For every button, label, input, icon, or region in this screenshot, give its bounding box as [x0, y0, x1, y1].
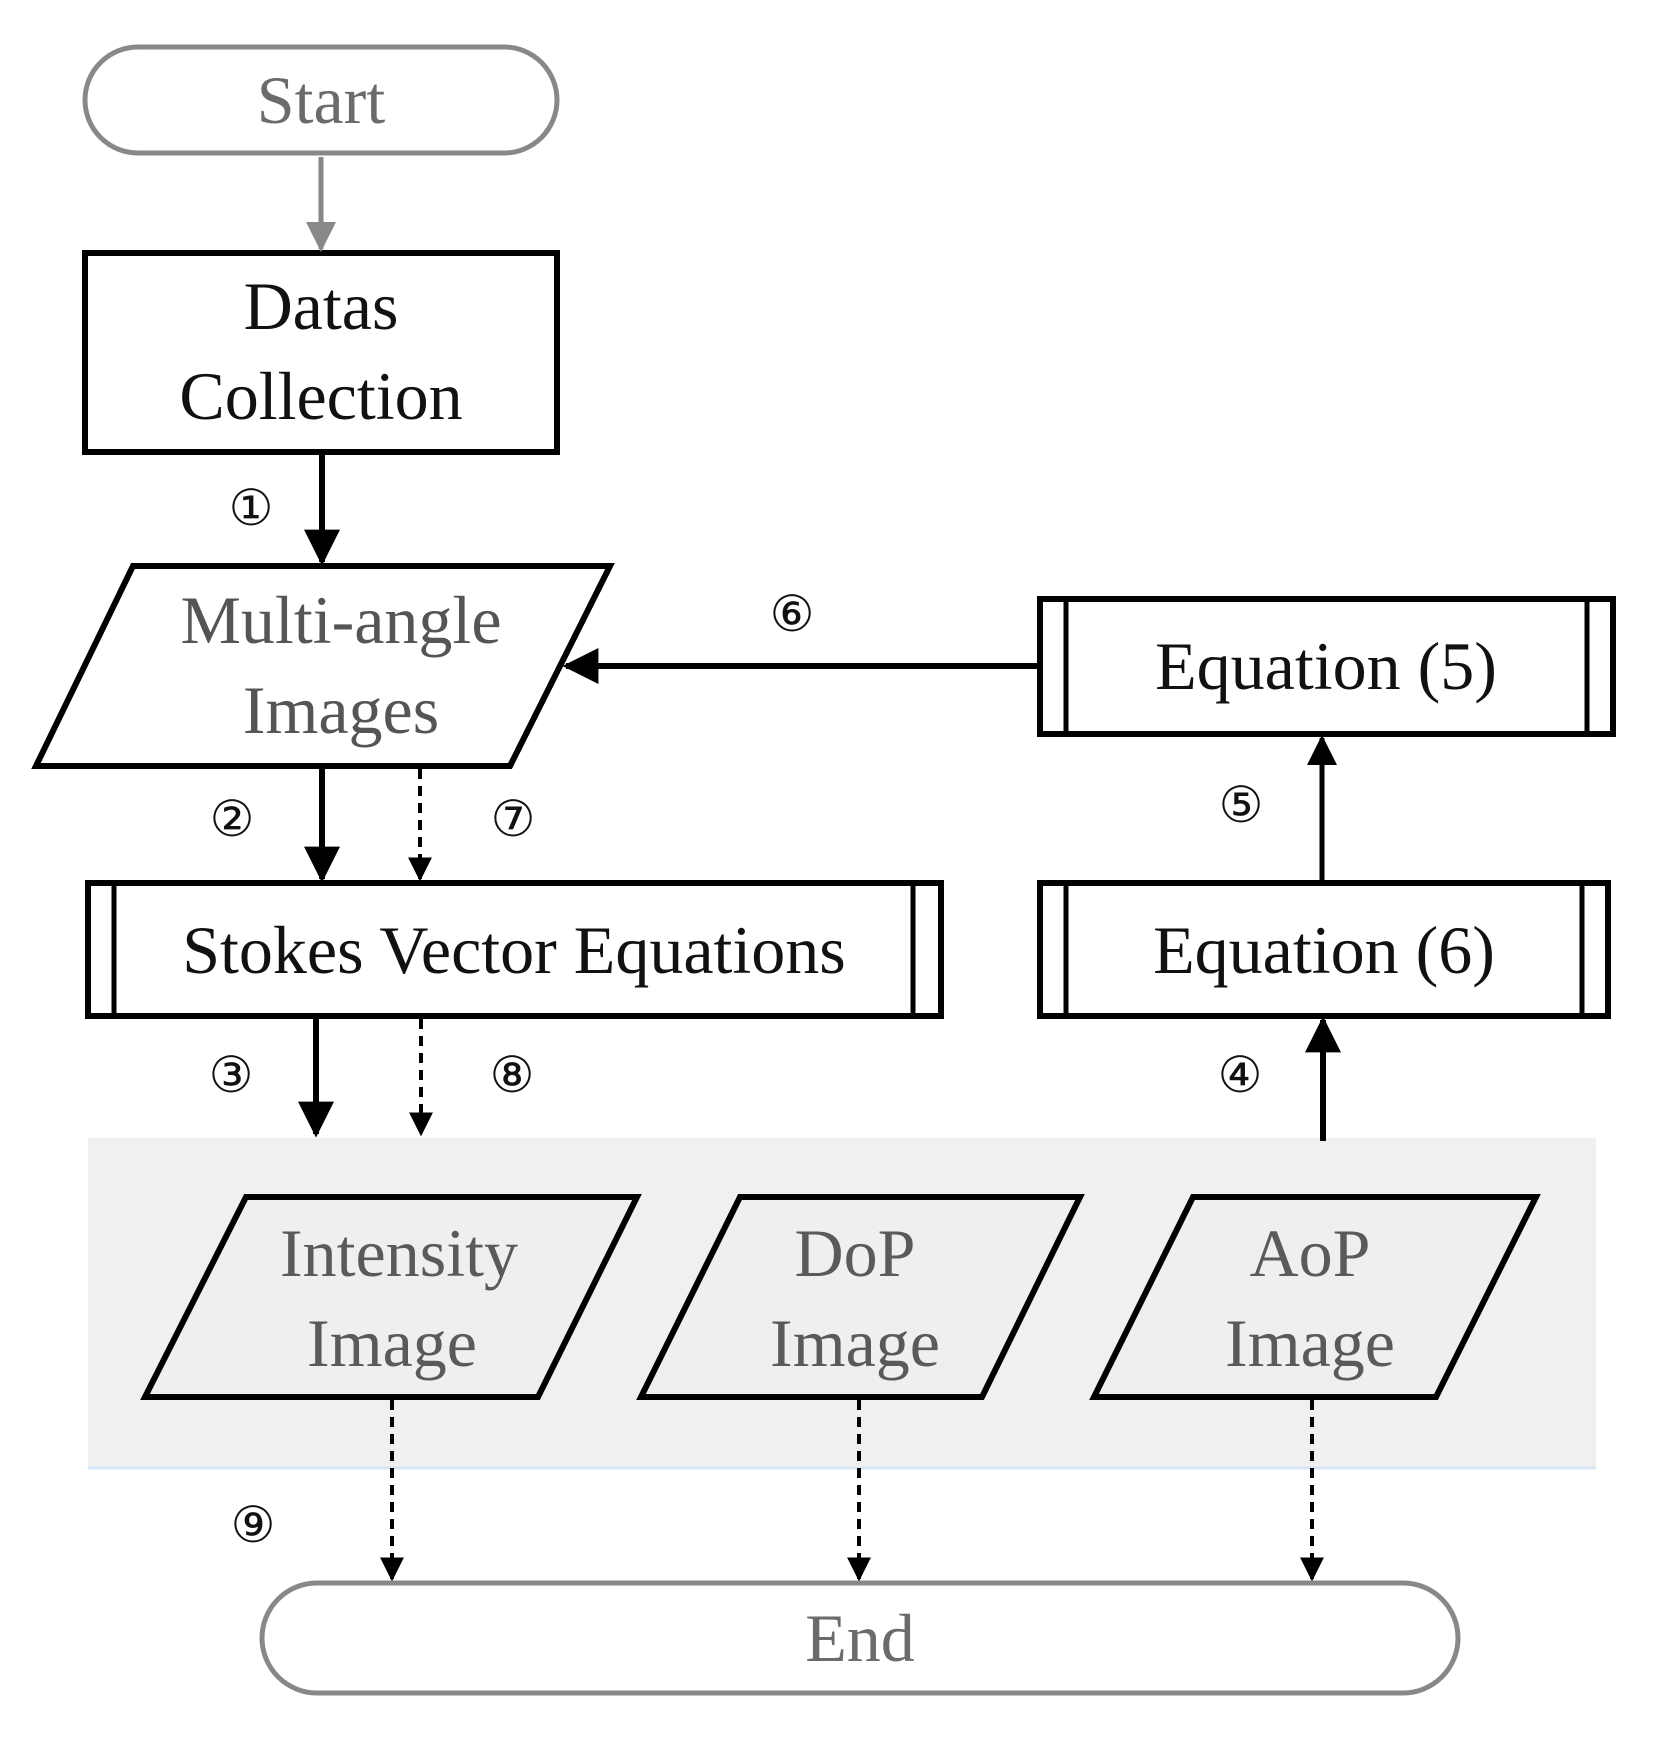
intensity-image-node: Intensity Image — [140, 1194, 642, 1400]
step-4-marker: ④ — [1218, 1047, 1263, 1103]
multi-angle-images-node: Multi-angle Images — [31, 563, 615, 769]
aop-image-node: AoP Image — [1089, 1194, 1541, 1400]
aop-image-label-line1: AoP — [1250, 1215, 1371, 1291]
aop-image-label-line2: Image — [1225, 1305, 1395, 1381]
end-node: End — [259, 1580, 1461, 1696]
dop-image-label-line1: DoP — [795, 1215, 916, 1291]
datas-collection-label-line2: Collection — [179, 358, 462, 434]
stokes-vector-equations-node: Stokes Vector Equations — [85, 880, 944, 1019]
dop-image-node: DoP Image — [636, 1194, 1085, 1400]
step-9-marker: ⑨ — [231, 1497, 276, 1553]
end-label: End — [805, 1600, 915, 1676]
equation-6-label: Equation (6) — [1153, 912, 1495, 988]
multi-angle-images-label-line2: Images — [243, 672, 439, 748]
datas-collection-node: Datas Collection — [82, 250, 560, 455]
step-8-marker: ⑧ — [490, 1047, 535, 1103]
intensity-image-label-line2: Image — [307, 1305, 477, 1381]
intensity-image-label-line1: Intensity — [280, 1215, 518, 1291]
start-label: Start — [257, 62, 386, 138]
multi-angle-images-label-line1: Multi-angle — [180, 582, 501, 658]
datas-collection-label-line1: Datas — [244, 268, 399, 344]
dop-image-label-line2: Image — [770, 1305, 940, 1381]
step-5-marker: ⑤ — [1219, 777, 1264, 833]
start-node: Start — [82, 44, 560, 156]
equation-6-node: Equation (6) — [1037, 880, 1611, 1019]
step-2-marker: ② — [210, 791, 255, 847]
step-6-marker: ⑥ — [770, 586, 815, 642]
step-3-marker: ③ — [209, 1047, 254, 1103]
step-1-marker: ① — [229, 480, 274, 536]
step-7-marker: ⑦ — [491, 791, 536, 847]
equation-5-label: Equation (5) — [1155, 628, 1497, 704]
equation-5-node: Equation (5) — [1037, 596, 1616, 737]
stokes-vector-equations-label: Stokes Vector Equations — [182, 912, 846, 988]
